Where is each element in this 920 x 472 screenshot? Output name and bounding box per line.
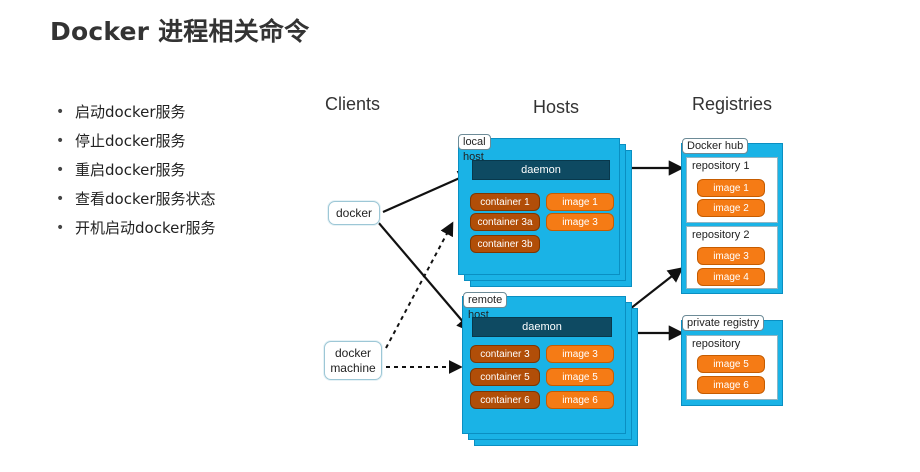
private-registry-label: private registry	[682, 315, 765, 331]
command-list: 启动docker服务 停止docker服务 重启docker服务 查看docke…	[55, 100, 216, 245]
image-pill: image 1	[697, 179, 765, 197]
remote-daemon: daemon	[472, 317, 612, 337]
docker-machine-label-line1: docker	[334, 346, 372, 360]
list-item: 停止docker服务	[55, 129, 216, 158]
page-title: Docker 进程相关命令	[50, 17, 310, 46]
container-pill: container 3a	[470, 213, 540, 231]
image-pill: image 3	[546, 345, 614, 363]
image-pill: image 6	[697, 376, 765, 394]
container-pill: container 6	[470, 391, 540, 409]
local-host-label: local host	[458, 134, 491, 163]
registries-header: Registries	[692, 94, 773, 114]
docker-client: docker	[328, 201, 380, 225]
docker-machine-client: docker machine	[324, 341, 382, 380]
list-item: 开机启动docker服务	[55, 216, 216, 245]
repository-title: repository 2	[692, 229, 750, 241]
image-pill: image 3	[697, 247, 765, 265]
list-item: 重启docker服务	[55, 158, 216, 187]
remote-host-label: remote host	[463, 292, 508, 321]
image-pill: image 3	[546, 213, 614, 231]
repository-title: repository 1	[692, 160, 750, 172]
container-pill: container 3	[470, 345, 540, 363]
list-item: 查看docker服务状态	[55, 187, 216, 216]
arrow-docker-to-local-daemon	[382, 170, 474, 214]
list-item: 启动docker服务	[55, 100, 216, 129]
docker-machine-label-line2: machine	[330, 361, 376, 375]
image-pill: image 5	[697, 355, 765, 373]
repository-title: repository	[692, 338, 741, 350]
hosts-header: Hosts	[533, 97, 580, 117]
container-pill: container 3b	[470, 235, 540, 253]
image-pill: image 4	[697, 268, 765, 286]
docker-client-label: docker	[335, 206, 373, 220]
local-daemon: daemon	[472, 160, 610, 180]
image-pill: image 6	[546, 391, 614, 409]
container-pill: container 5	[470, 368, 540, 386]
clients-header: Clients	[325, 94, 381, 114]
container-pill: container 1	[470, 193, 540, 211]
image-pill: image 5	[546, 368, 614, 386]
image-pill: image 2	[697, 199, 765, 217]
docker-hub-label: Docker hub	[682, 138, 749, 154]
image-pill: image 1	[546, 193, 614, 211]
